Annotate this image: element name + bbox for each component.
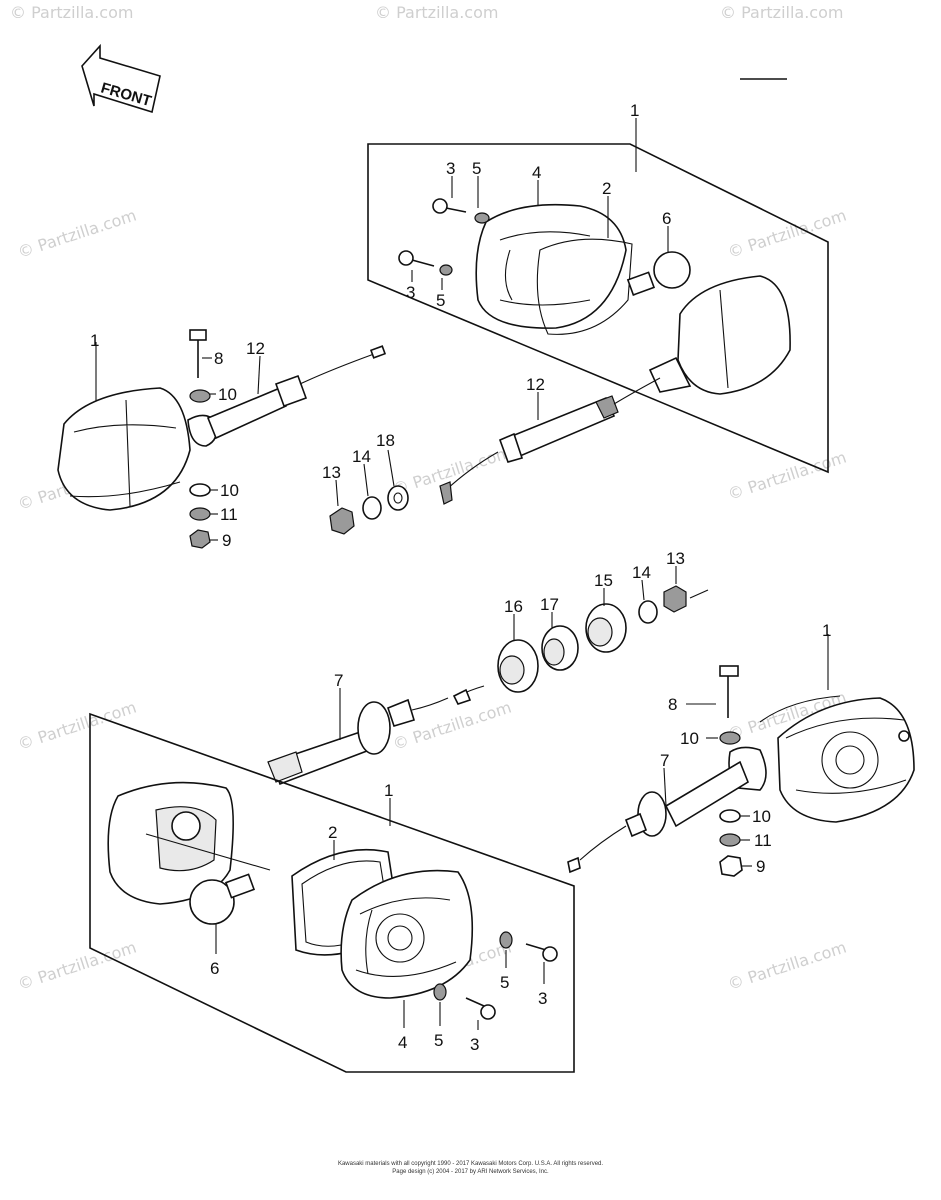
bottom-stem-group: 7 — [267, 671, 449, 786]
bottom-washer-a — [499, 931, 513, 949]
callout-bottom-assembly: 1 — [384, 781, 393, 800]
bottom-stem-flange — [357, 701, 391, 755]
right-housing — [777, 697, 915, 823]
top-assembly-group: 1 4 2 6 3 5 3 5 — [367, 101, 829, 474]
top-lens — [475, 203, 627, 329]
front-arrow-icon: FRONT — [81, 43, 161, 114]
watermark: © Partzilla.com — [720, 3, 843, 22]
callout-r-grommet: 15 — [594, 571, 613, 590]
right-stem — [664, 760, 749, 828]
left-washer-low — [189, 483, 211, 497]
callout-right-stem: 7 — [660, 751, 669, 770]
callout-bottom-screw-a: 3 — [538, 989, 547, 1008]
right-lockwasher — [719, 833, 741, 847]
left-signal-group: 1 12 8 10 10 11 9 — [57, 329, 387, 550]
top-washer-a — [474, 212, 490, 224]
right-signal-group: 1 7 8 10 10 11 9 — [567, 621, 915, 877]
r-nut — [663, 585, 687, 613]
callout-bottom-washer-a: 5 — [500, 973, 509, 992]
left-lockwasher — [189, 507, 211, 521]
callout-left-assembly: 1 — [90, 331, 99, 350]
callout-r-washer: 14 — [632, 563, 651, 582]
callout-left-bolt: 8 — [214, 349, 223, 368]
r-washer — [638, 600, 658, 624]
left-housing — [57, 387, 191, 511]
callout-left-lockwasher: 11 — [220, 505, 238, 524]
watermark: © Partzilla.com — [15, 698, 138, 754]
left-bolt — [189, 329, 207, 378]
callout-right-assembly: 1 — [822, 621, 831, 640]
watermark: © Partzilla.com — [15, 206, 138, 262]
callout-top-screw-a: 3 — [446, 159, 455, 178]
callout-top-screw-b: 3 — [406, 283, 415, 302]
bottom-screw-b — [465, 997, 496, 1020]
top-gasket — [536, 238, 633, 335]
callout-top-gasket: 2 — [602, 179, 611, 198]
callout-right-lockwasher: 11 — [754, 831, 772, 850]
bottom-washer-b — [433, 983, 447, 1001]
callout-top-bulb: 6 — [662, 209, 671, 228]
callout-top-assembly: 1 — [630, 101, 639, 120]
watermark: © Partzilla.com — [390, 443, 513, 499]
callout-mid-nut: 13 — [322, 463, 341, 482]
callout-left-washer-top: 10 — [218, 385, 237, 404]
top-washer-b — [439, 264, 453, 276]
callout-left-stem: 12 — [246, 339, 265, 358]
mid-stem-group: 12 13 14 18 — [322, 375, 661, 535]
callout-top-washer-b: 5 — [436, 291, 445, 310]
mid-washer — [362, 496, 382, 520]
copyright-line-1: Kawasaki materials with all copyright 19… — [337, 1161, 604, 1167]
callout-mid-stem: 12 — [526, 375, 545, 394]
center-hardware-group: 13 14 15 17 16 — [452, 549, 709, 705]
bottom-lens — [340, 869, 474, 999]
callout-bottom-stem: 7 — [334, 671, 343, 690]
callout-r-damper: 16 — [504, 597, 523, 616]
callout-bottom-bulb: 6 — [210, 959, 219, 978]
top-screw-a — [432, 198, 467, 214]
bottom-screw-a — [525, 943, 558, 962]
callout-mid-grommet: 18 — [376, 431, 395, 450]
watermark: © Partzilla.com — [725, 448, 848, 504]
watermark: © Partzilla.com — [725, 206, 848, 262]
callout-bottom-gasket: 2 — [328, 823, 337, 842]
callout-mid-washer: 14 — [352, 447, 371, 466]
callout-r-bushing: 17 — [540, 595, 559, 614]
callout-top-washer-a: 5 — [472, 159, 481, 178]
callout-right-nut: 9 — [756, 857, 765, 876]
callout-right-washer-low: 10 — [752, 807, 771, 826]
bottom-assembly-frame — [89, 712, 575, 1073]
callout-bottom-screw-b: 3 — [470, 1035, 479, 1054]
watermark: © Partzilla.com — [15, 938, 138, 994]
right-nut — [719, 855, 743, 877]
callout-bottom-washer-b: 5 — [434, 1031, 443, 1050]
top-assembly-frame — [367, 143, 829, 474]
watermark: © Partzilla.com — [375, 3, 498, 22]
copyright-line-2: Page design (c) 2004 - 2017 by ARI Netwo… — [392, 1169, 549, 1175]
mid-nut — [329, 507, 355, 535]
callout-r-nut: 13 — [666, 549, 685, 568]
left-nut — [189, 529, 211, 549]
callout-right-bolt: 8 — [668, 695, 677, 714]
callout-left-washer-low: 10 — [220, 481, 239, 500]
watermark: © Partzilla.com — [10, 3, 133, 22]
left-washer-top — [189, 389, 211, 403]
right-washer-low — [719, 809, 741, 823]
top-screw-b — [398, 250, 435, 267]
mid-grommet — [387, 485, 409, 511]
right-bolt — [719, 665, 739, 718]
right-washer-top — [719, 731, 741, 745]
top-housing — [677, 275, 791, 395]
bottom-bulb — [189, 879, 235, 925]
callout-top-lens: 4 — [532, 163, 541, 182]
bottom-assembly-group: 1 2 6 4 5 3 5 — [89, 712, 575, 1073]
callout-bottom-lens: 4 — [398, 1033, 407, 1052]
top-bulb — [653, 251, 691, 289]
callout-left-nut: 9 — [222, 531, 231, 550]
callout-right-washer-top: 10 — [680, 729, 699, 748]
watermark: © Partzilla.com — [725, 938, 848, 994]
